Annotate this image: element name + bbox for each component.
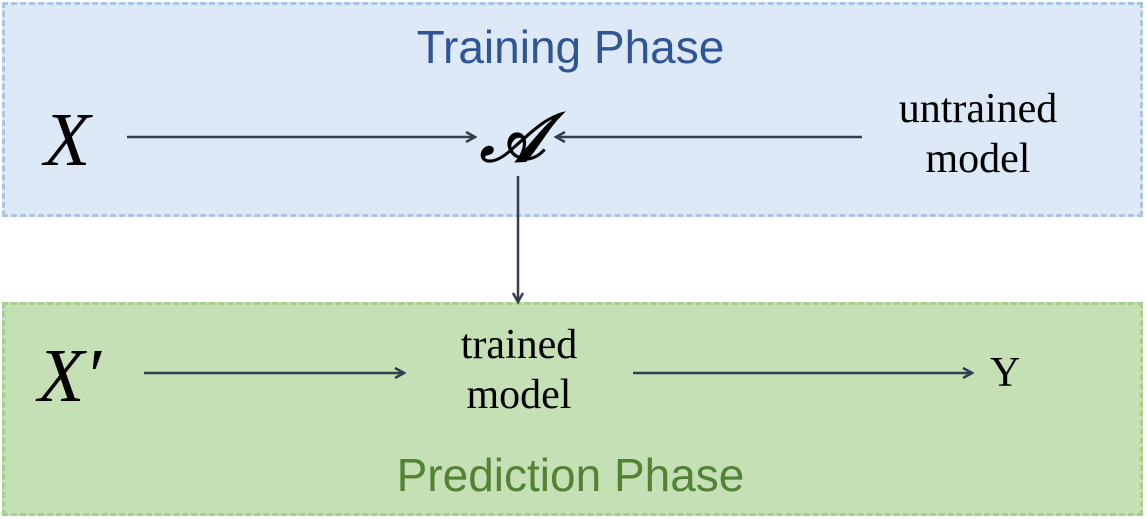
prediction-input-x-prime: X′: [38, 334, 102, 418]
algorithm-symbol: 𝒜: [480, 98, 545, 178]
training-input-x: X: [44, 98, 91, 182]
trained-model-line-2: model: [466, 372, 572, 418]
training-phase-region: [2, 2, 1143, 217]
untrained-model-label: untrained model: [868, 84, 1088, 184]
prediction-phase-title: Prediction Phase: [396, 449, 745, 501]
training-phase-title: Training Phase: [416, 21, 725, 73]
prediction-output-y: Y: [990, 350, 1021, 396]
untrained-model-line-2: model: [925, 136, 1031, 182]
trained-model-line-1: trained: [460, 322, 578, 368]
prediction-phase-region: [2, 302, 1143, 516]
untrained-model-line-1: untrained: [898, 86, 1058, 132]
trained-model-label: trained model: [414, 320, 624, 420]
